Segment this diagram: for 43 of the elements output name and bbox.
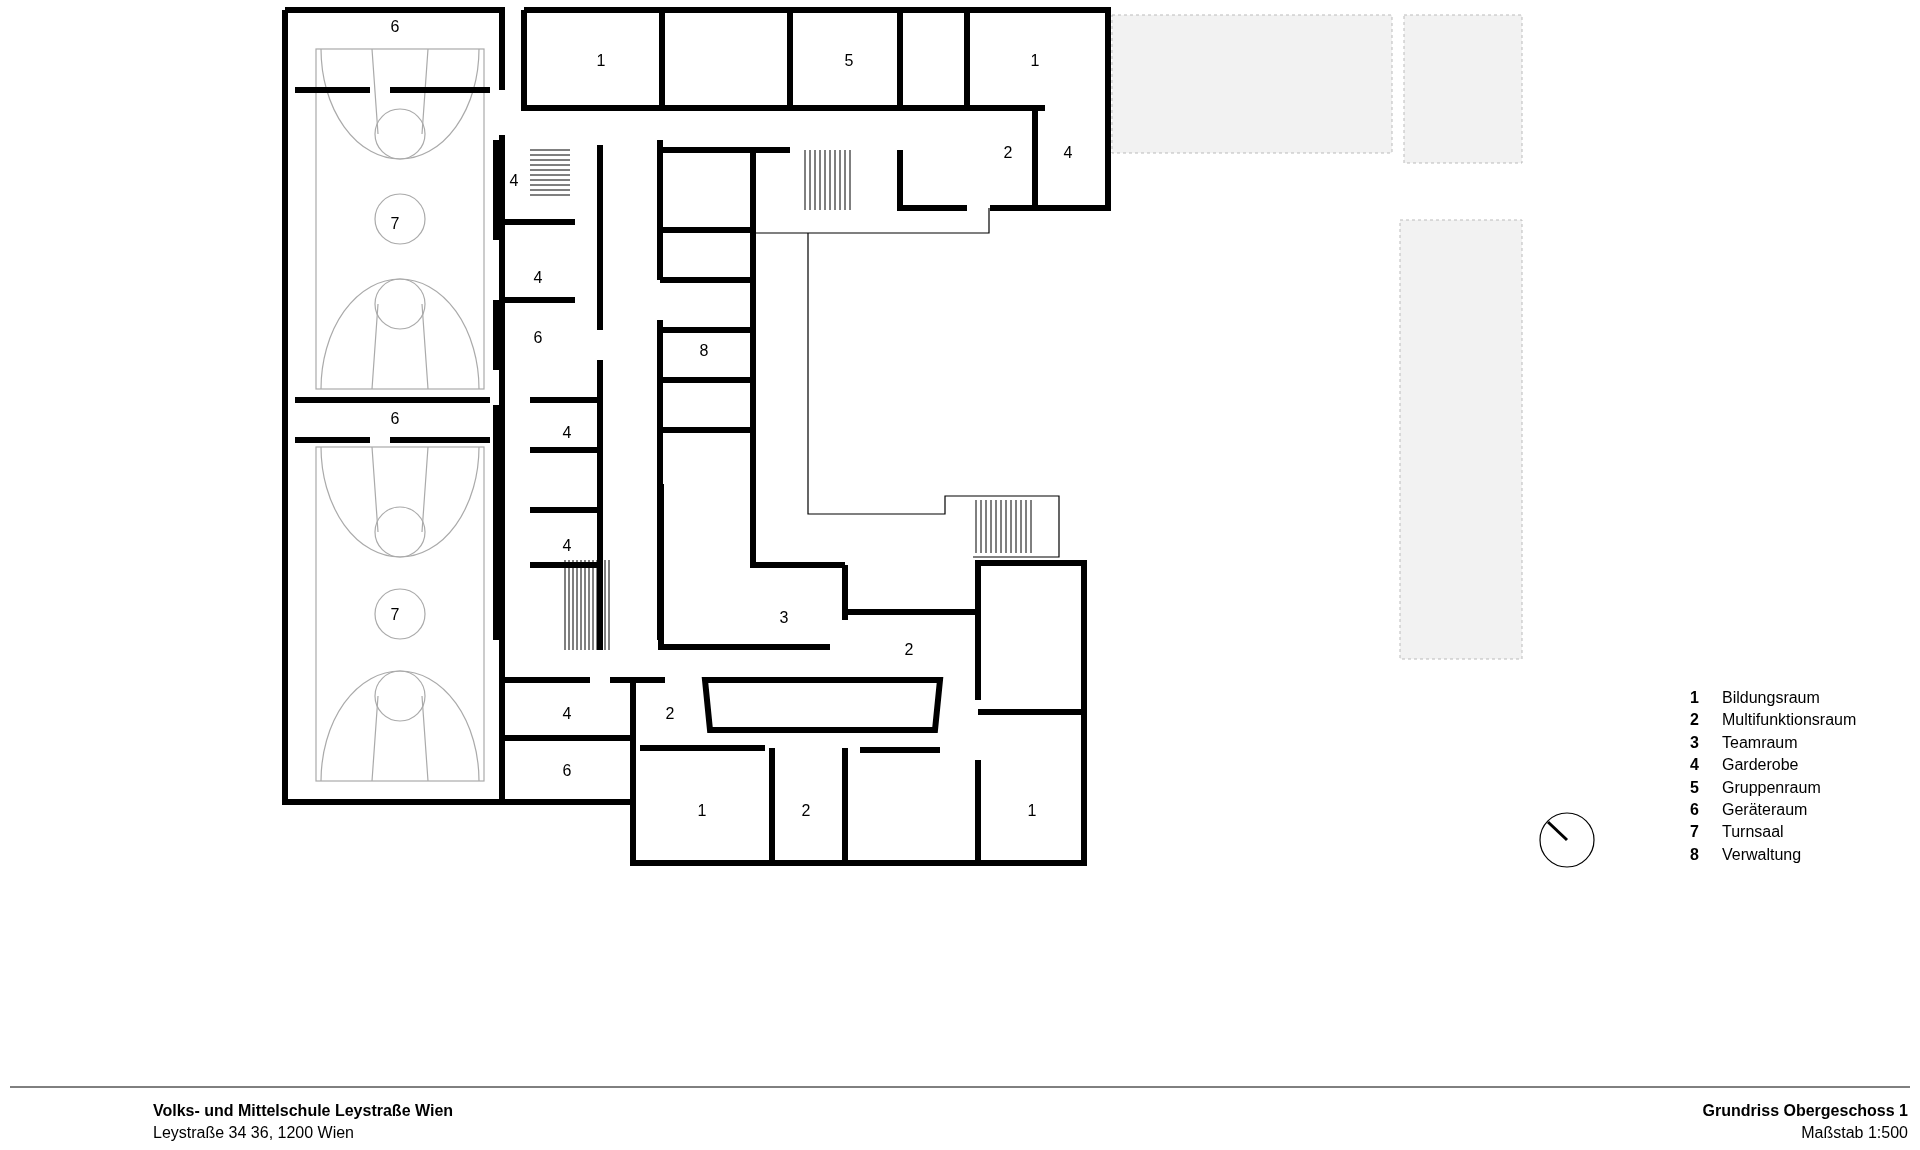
room-type-name: Verwaltung xyxy=(1722,846,1802,863)
room-number: 6 xyxy=(390,411,400,427)
room-number: 3 xyxy=(779,610,789,626)
room-number: 4 xyxy=(509,173,519,189)
room-type-name: Teamraum xyxy=(1722,734,1798,751)
room-number: 2 xyxy=(1003,145,1013,161)
key-number: 1 xyxy=(1690,690,1699,706)
room-number: 6 xyxy=(533,330,543,346)
room-number: 2 xyxy=(904,642,914,658)
project-address: Leystraße 34 36, 1200 Wien xyxy=(153,1125,354,1141)
room-number: 1 xyxy=(596,53,606,69)
room-number: 6 xyxy=(562,763,572,779)
room-number: 6 xyxy=(390,19,400,35)
key-number: 7 xyxy=(1690,824,1699,841)
drawing-title: Grundriss Obergeschoss 1 xyxy=(1702,1103,1908,1119)
room-number: 7 xyxy=(390,216,400,232)
room-number: 1 xyxy=(1027,803,1037,819)
room-number: 1 xyxy=(1030,53,1040,69)
key-number: 6 xyxy=(1690,802,1699,818)
room-number: 4 xyxy=(533,270,543,286)
room-number: 8 xyxy=(699,343,709,359)
room-number: 1 xyxy=(697,803,707,819)
room-type-name: Gruppenraum xyxy=(1722,779,1821,796)
key-number: 8 xyxy=(1690,846,1699,863)
room-type-name: Geräteraum xyxy=(1722,802,1808,818)
room-type-name: Multifunktionsraum xyxy=(1722,712,1857,729)
room-number: 4 xyxy=(562,538,572,554)
room-type-name: Turnsaal xyxy=(1722,824,1784,841)
room-number: 2 xyxy=(801,803,811,819)
room-number: 2 xyxy=(665,706,675,722)
room-type-name: Bildungsraum xyxy=(1722,690,1820,706)
room-number: 7 xyxy=(390,607,400,623)
key-number: 2 xyxy=(1690,712,1699,729)
scale-note: Maßstab 1:500 xyxy=(1801,1125,1908,1141)
key-number: 5 xyxy=(1690,779,1699,796)
room-number: 4 xyxy=(562,706,572,722)
room-number: 4 xyxy=(1063,145,1073,161)
key-number: 4 xyxy=(1690,757,1699,774)
room-number: 4 xyxy=(562,425,572,441)
project-title: Volks- und Mittelschule Leystraße Wien xyxy=(153,1103,454,1119)
room-number: 5 xyxy=(844,53,854,69)
room-type-name: Garderobe xyxy=(1722,757,1799,774)
key-number: 3 xyxy=(1690,734,1699,751)
